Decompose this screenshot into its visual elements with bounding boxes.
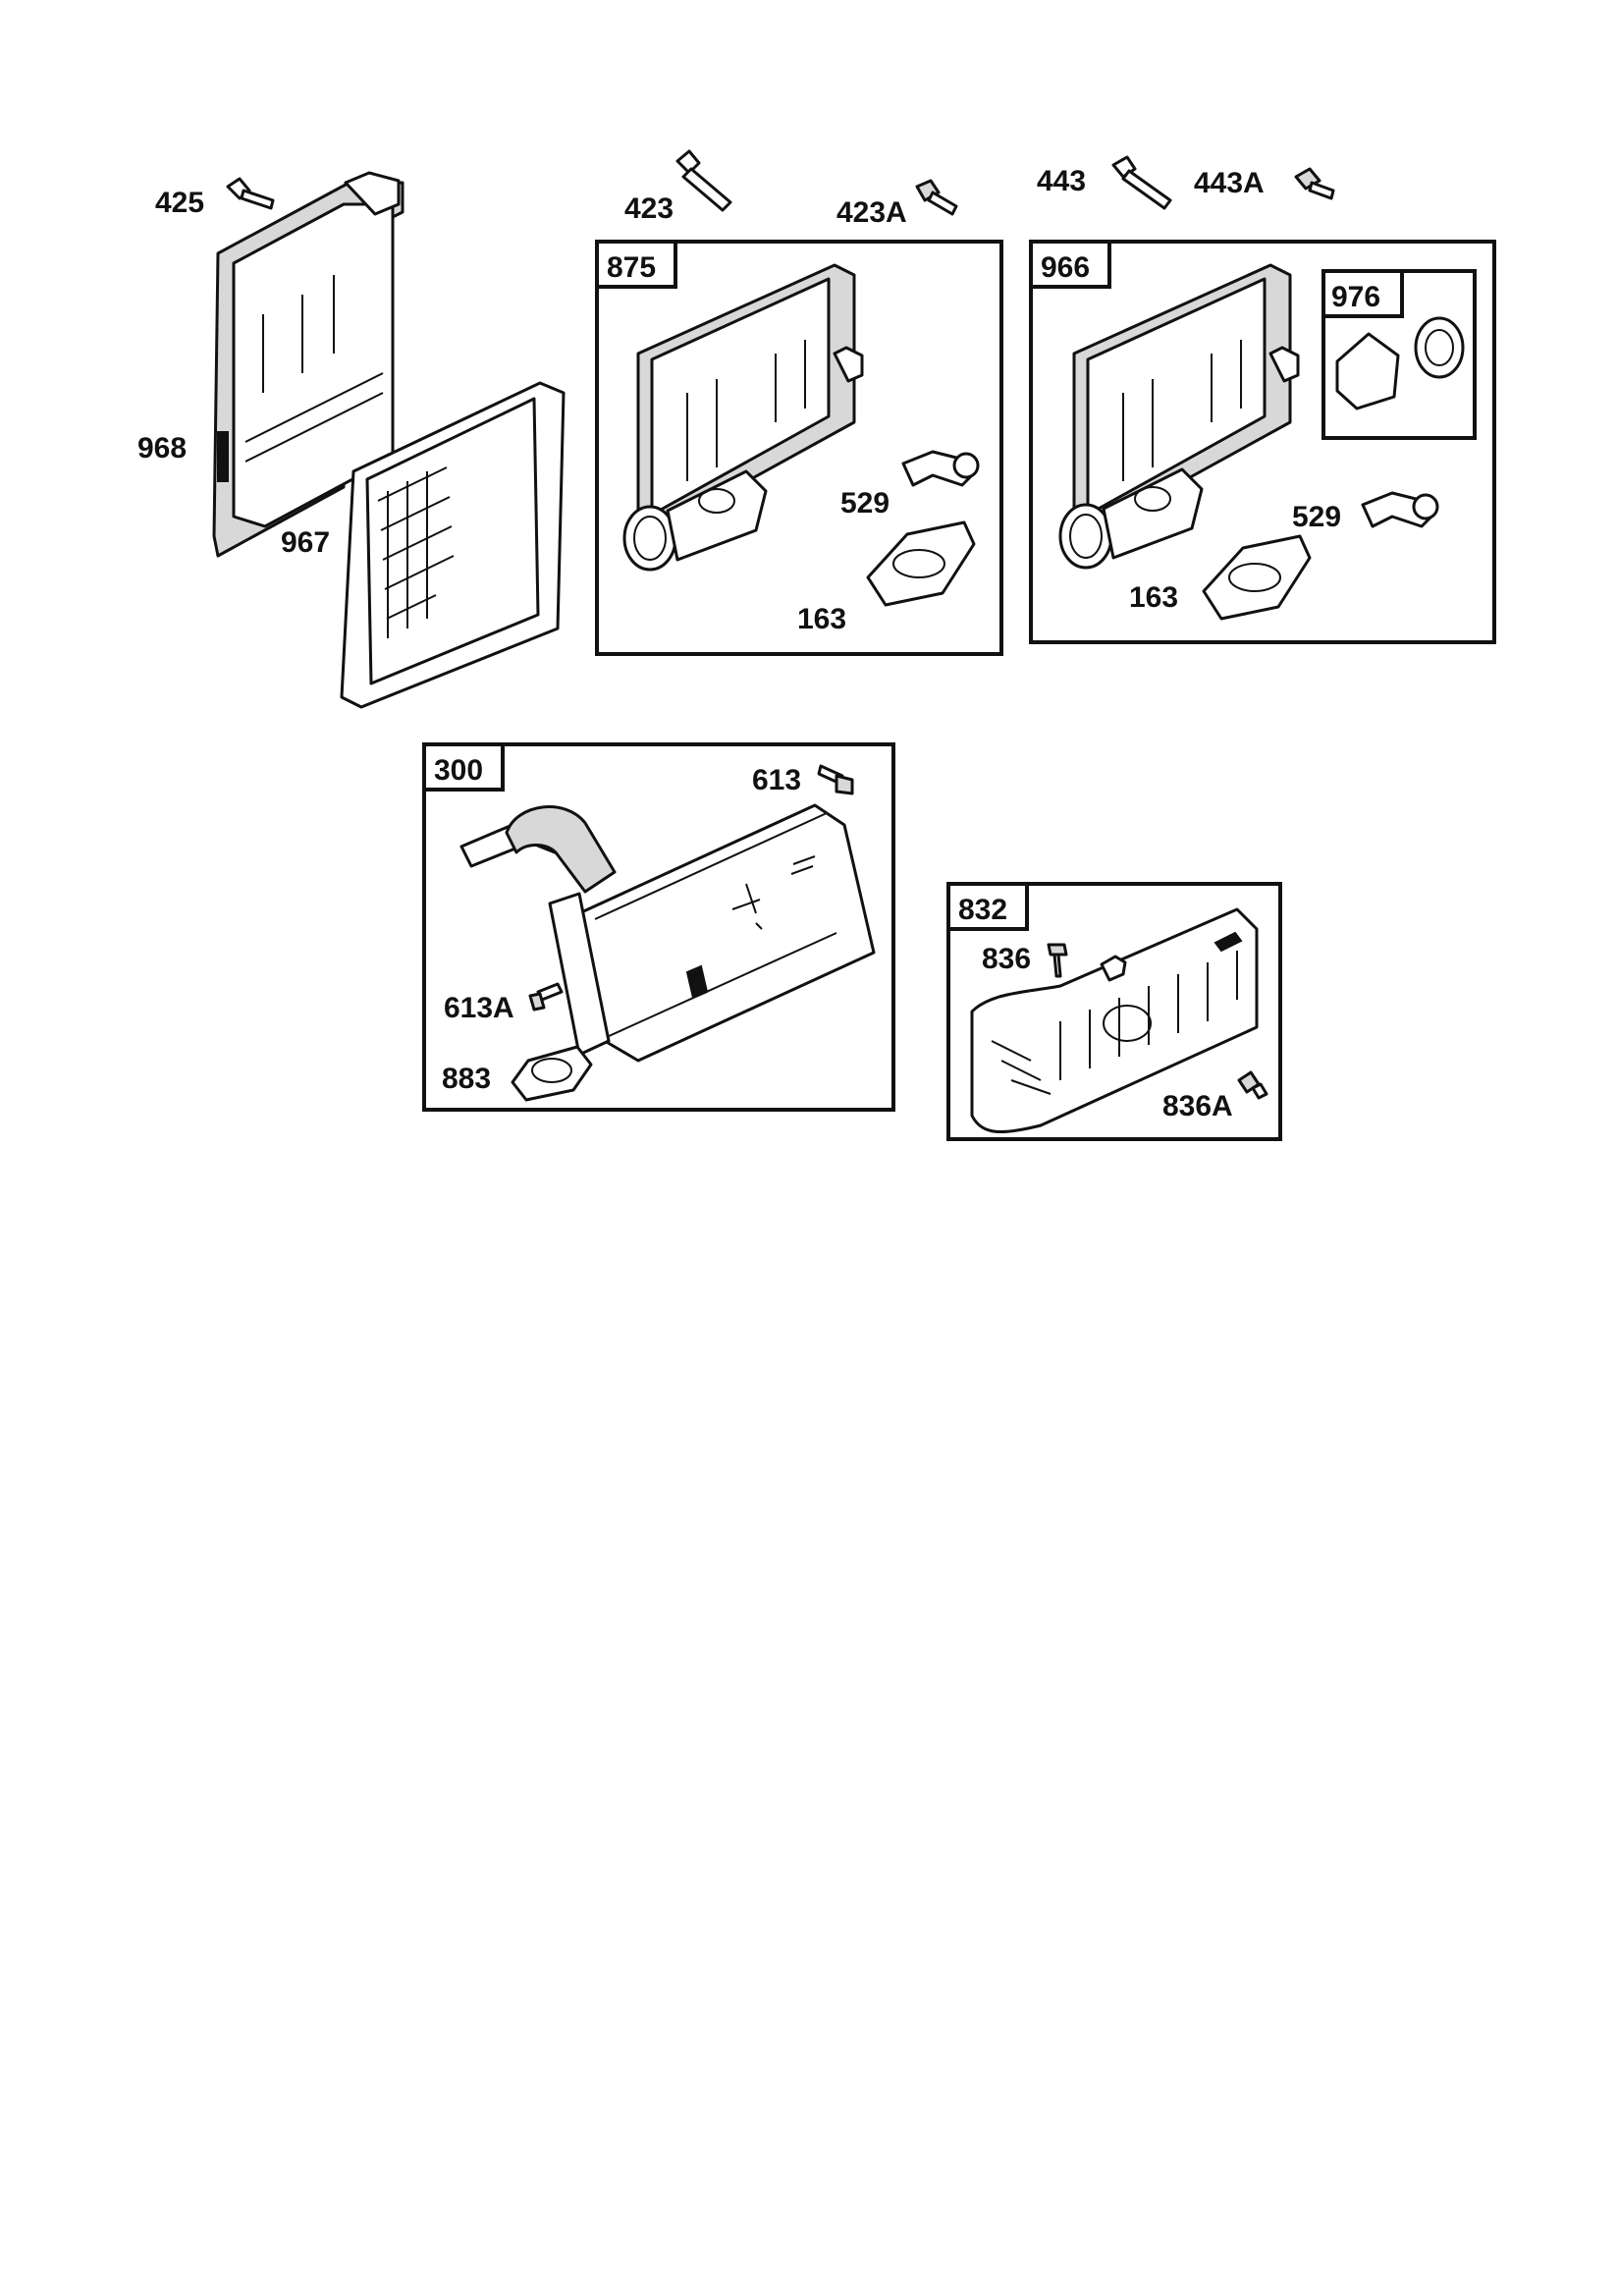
label-832: 832 [958, 894, 1007, 926]
label-425: 425 [155, 187, 204, 219]
gasket-163-icon [866, 520, 976, 607]
label-875: 875 [607, 251, 656, 284]
screw-423A-icon [915, 179, 958, 216]
tag-box-832 [946, 882, 1029, 931]
screw-613-icon [817, 764, 854, 795]
label-163-b: 163 [1129, 581, 1178, 614]
tag-box-875 [595, 240, 677, 289]
label-966: 966 [1041, 251, 1090, 284]
label-529-a: 529 [840, 487, 890, 519]
label-836: 836 [982, 943, 1031, 975]
muffler-guard-832-icon [970, 907, 1259, 1134]
label-163-a: 163 [797, 603, 846, 635]
label-443: 443 [1037, 165, 1086, 197]
label-443A: 443A [1194, 167, 1265, 199]
screw-836A-icon [1237, 1070, 1268, 1100]
filter-element-976-icon [1335, 316, 1465, 410]
breather-tube-529b-icon [1361, 491, 1439, 528]
tag-box-300 [422, 742, 505, 792]
tag-box-976 [1321, 269, 1404, 318]
tag-box-966 [1029, 240, 1111, 289]
label-613: 613 [752, 764, 801, 796]
breather-tube-529-icon [901, 450, 980, 487]
label-423A: 423A [836, 196, 907, 229]
gasket-163b-icon [1202, 534, 1312, 621]
air-filter-967-icon [340, 381, 566, 709]
label-967: 967 [281, 526, 330, 559]
assembly-box-966 [1029, 240, 1496, 644]
muffler-300-icon [459, 803, 876, 1063]
assembly-box-300 [422, 742, 895, 1112]
air-cleaner-housing-875-icon [622, 263, 864, 572]
assembly-box-832 [946, 882, 1282, 1141]
label-968: 968 [137, 432, 187, 465]
air-cleaner-base-968-icon [212, 171, 404, 558]
label-976: 976 [1331, 281, 1380, 313]
bolt-443-icon [1111, 155, 1172, 210]
air-cleaner-housing-966-icon [1058, 263, 1300, 570]
gasket-883-icon [511, 1045, 593, 1102]
screw-613A-icon [528, 982, 564, 1011]
label-836A: 836A [1162, 1090, 1233, 1122]
label-883: 883 [442, 1063, 491, 1095]
label-529-b: 529 [1292, 501, 1341, 533]
screw-425-icon [226, 177, 275, 210]
label-423: 423 [624, 192, 674, 225]
screw-443A-icon [1294, 167, 1335, 200]
bolt-423-icon [675, 149, 732, 212]
screw-836-icon [1047, 943, 1068, 978]
label-613A: 613A [444, 992, 514, 1024]
assembly-box-875 [595, 240, 1003, 656]
label-300: 300 [434, 754, 483, 787]
